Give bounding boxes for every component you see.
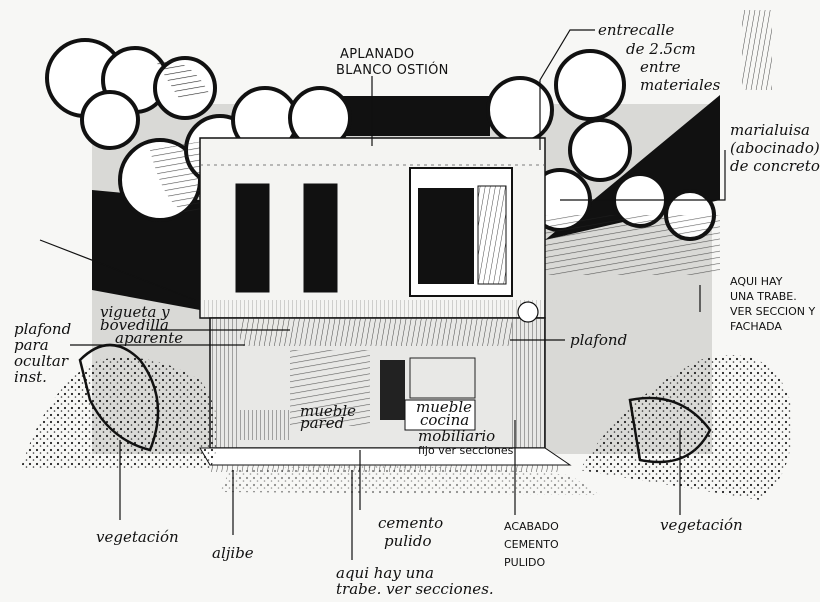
label-aplanado-1: APLANADO [340,47,414,62]
label-mueble-sala-2: pared [300,414,344,432]
vegetation-right-mass [580,355,792,500]
label-trabe-bottom-2: trabe. ver secciones. [336,580,494,598]
window-slot-2 [303,183,338,293]
right-column [512,318,545,448]
label-aljibe: aljibe [212,544,254,562]
label-plafond-left-2: para [14,336,49,354]
label-trabe-1: AQUI HAY [730,275,783,288]
cloud-shading-left [150,140,210,214]
light-fixture [517,301,539,323]
label-trabe-3: VER SECCION Y [730,305,816,318]
label-cemento-1: cemento [378,514,443,532]
label-entrecalle-3: entre [640,58,681,76]
window-shutter [477,185,507,285]
label-plafond-left-3: ocultar [14,352,69,370]
dark-mass-top [330,96,490,136]
label-acabado-2: CEMENTO [504,538,559,551]
label-plafond-right: plafond [570,331,627,349]
label-marialuisa-3: de concreto [730,157,820,175]
stair [290,350,370,426]
label-mueble-cocina-2: cocina [420,411,469,429]
label-mueble-cocina-1: mueble [416,398,472,416]
window-slot-1 [235,183,270,293]
label-vigueta-1: vigueta y [100,303,170,321]
label-entrecalle-1: entrecalle [598,21,675,39]
label-trabe-bottom-1: aqui hay una [336,564,434,582]
label-vigueta-3: aparente [115,329,183,347]
label-trabe-2: UNA TRABE. [730,290,797,303]
label-mueble-sala-1: mueble [300,402,356,420]
label-plafond-left-4: inst. [14,368,47,386]
label-vegetacion-right: vegetación [660,516,743,534]
vegetation-left-mass [20,357,218,470]
label-cemento-2: pulido [384,532,432,550]
kitchen-cabinet [409,357,476,399]
label-marialuisa-1: marialuisa [730,121,810,139]
label-trabe-4: FACHADA [730,320,782,333]
leader-lines [39,29,726,560]
label-mobiliario-2: fijo ver secciones [418,444,514,457]
dark-mass-left [92,190,200,310]
cloud-shading-right [545,215,720,275]
label-entrecalle-4: materiales [640,76,721,94]
label-mobiliario-1: mobiliario [418,427,495,445]
label-marialuisa-2: (abocinado) [730,139,820,157]
label-aplanado-2: BLANCO OSTIÓN [336,62,449,78]
cloud-shading-top [155,59,210,100]
label-entrecalle-2: de 2.5cm [626,40,696,58]
label-vigueta-2: bovedilla [100,316,169,334]
label-vegetacion-left: vegetación [96,528,179,546]
label-plafond-left-1: plafond [14,320,71,338]
ground-vegetation [220,466,600,495]
vigueta-ceiling [240,318,512,346]
window-glass [418,188,474,284]
kitchen-counter [404,399,476,431]
label-acabado-1: ACABADO [504,520,559,533]
interior-door [380,360,405,420]
label-acabado-3: PULIDO [504,556,546,569]
corner-detail [742,10,772,90]
plant-right [628,396,712,464]
built-in-furniture [240,410,290,440]
